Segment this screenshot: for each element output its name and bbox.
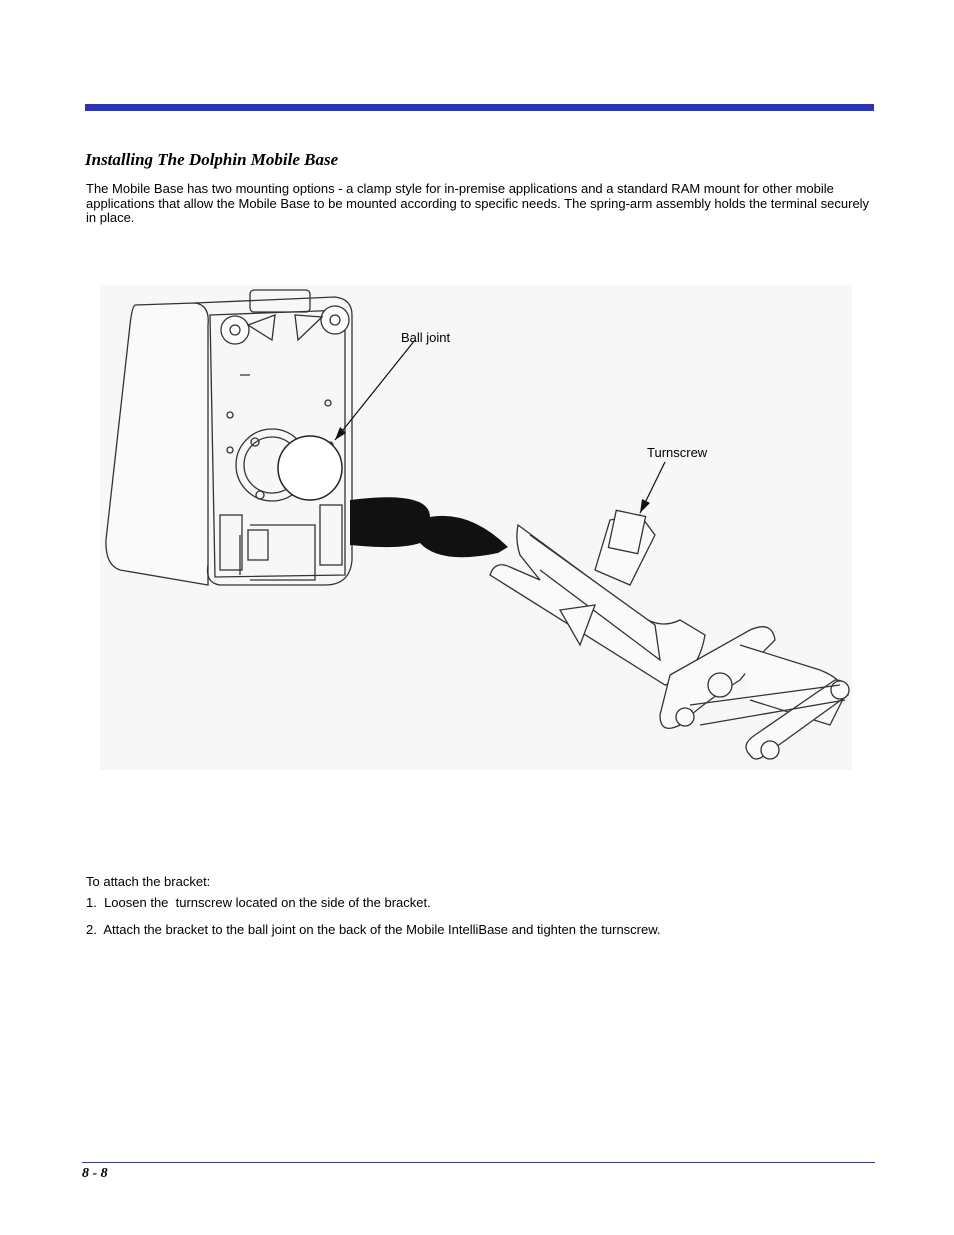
- mounting-diagram: [100, 285, 852, 770]
- ball-joint-callout: Ball joint: [401, 330, 451, 345]
- attach-arrow: [350, 497, 508, 558]
- bracket-drawing: [489, 509, 850, 760]
- step-1: 1. Loosen the turnscrew located on the s…: [86, 895, 431, 910]
- ball-joint-drawing: [277, 435, 343, 501]
- steps-intro: To attach the bracket:: [86, 874, 211, 889]
- ball-joint-leader: [334, 339, 416, 441]
- footer-rule: [82, 1162, 875, 1163]
- header-rule: [85, 104, 874, 111]
- page-number: 8 - 8: [82, 1166, 108, 1181]
- intro-paragraph: The Mobile Base has two mounting options…: [86, 181, 870, 225]
- section-title: Installing The Dolphin Mobile Base: [85, 150, 339, 169]
- step-2: 2. Attach the bracket to the ball joint …: [86, 922, 661, 937]
- turnscrew-callout: Turnscrew: [647, 445, 708, 460]
- mobile-base-drawing: [105, 289, 353, 586]
